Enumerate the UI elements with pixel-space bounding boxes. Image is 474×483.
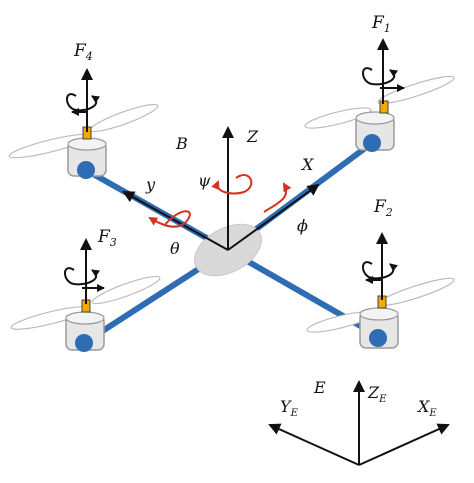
label-f1: F1 [371,13,391,35]
motor-top [65,311,105,325]
rotor-3 [10,238,161,352]
label-phi: ϕ [297,216,308,235]
propeller-blade [304,107,372,129]
propeller-blade [377,75,455,105]
yaw-rotation-arrow [211,174,253,195]
label-psi: ψ [198,171,211,190]
label-x-axis: X [300,155,314,174]
rotor-2 [306,232,455,349]
spin-arrow [66,93,101,112]
label-f2-sub: 2 [385,206,393,219]
label-ze: ZE [367,383,387,405]
label-f3-main: F [97,227,111,247]
motor-cap [369,329,387,347]
label-f2: F2 [373,197,393,219]
label-earth-frame: E [313,378,326,397]
earth-xe-axis [358,423,450,466]
label-y-axis: y [145,175,156,194]
label-xe-main: X [416,397,430,416]
propeller-blade [377,277,455,307]
label-f3-sub: 3 [110,236,117,249]
label-f1-sub: 1 [384,22,391,35]
label-f4-main: F [73,41,87,61]
motor-cap [363,134,381,152]
roll-rotation-arrow [263,182,292,213]
spin-arrow [64,267,101,286]
label-body-frame: B [175,134,188,153]
body-x-axis [227,183,320,251]
label-xe-sub: E [428,408,437,419]
motor-cap [77,161,95,179]
motor-top [67,137,107,151]
label-f4-sub: 4 [85,50,93,63]
label-z-axis: Z [246,127,259,146]
label-ze-main: Z [367,383,380,402]
motor-cap [75,334,93,352]
propeller-blade [91,275,161,305]
label-f3: F3 [97,227,117,249]
motor-top [359,307,399,321]
body-y-axis [122,191,229,251]
motor-top [355,111,395,125]
label-ye-main: Y [280,397,292,416]
label-f2-main: F [373,197,387,217]
pitch-rotation-arrow [148,210,191,228]
spin-arrow [362,67,399,86]
rotor-1 [304,38,455,152]
label-f4: F4 [73,41,93,63]
label-xe: XE [416,397,437,419]
label-f1-main: F [371,13,385,33]
label-theta: θ [170,239,180,258]
label-ye: YE [280,397,299,419]
spin-arrow [362,261,398,280]
rotor-4 [8,68,159,179]
label-ye-sub: E [290,408,299,419]
label-ze-sub: E [378,394,387,405]
earth-ye-axis [268,423,360,466]
propeller-blade [89,103,159,133]
